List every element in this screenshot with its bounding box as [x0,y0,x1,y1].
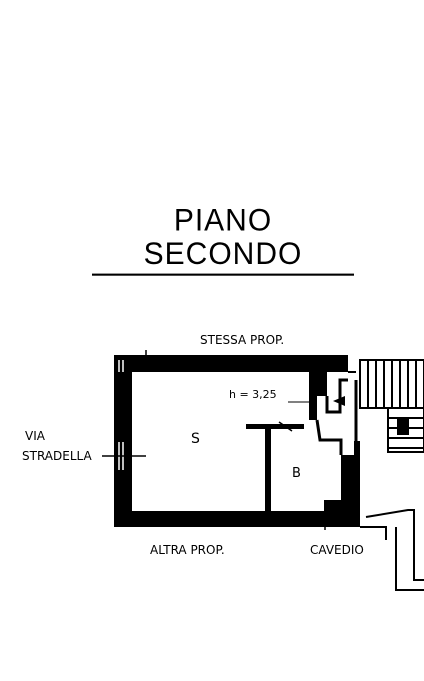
label-height: h = 3,25 [229,388,277,401]
inner-wall-bend [315,419,343,455]
bath-door [278,421,293,432]
label-street-line2: STRADELLA [22,449,92,463]
bath-wall-left [265,429,271,511]
label-street-line1: VIA [25,429,45,443]
label-north: STESSA PROP. [200,333,285,347]
courtyard-outline [360,509,424,591]
inner-wall-right [325,378,348,414]
stairs [359,359,424,453]
label-south: ALTRA PROP. [150,543,225,557]
outer-walls [114,355,360,527]
plan-title-wrap: PIANO SECONDO [92,204,354,276]
label-courtyard: CAVEDIO [310,543,364,557]
corridor-wall [309,396,317,420]
label-room-bath: B [292,466,301,481]
plan-title: PIANO SECONDO [92,204,354,276]
label-room-main: S [191,431,200,447]
bath-wall-top [246,424,304,429]
arrow-icon [333,396,345,406]
